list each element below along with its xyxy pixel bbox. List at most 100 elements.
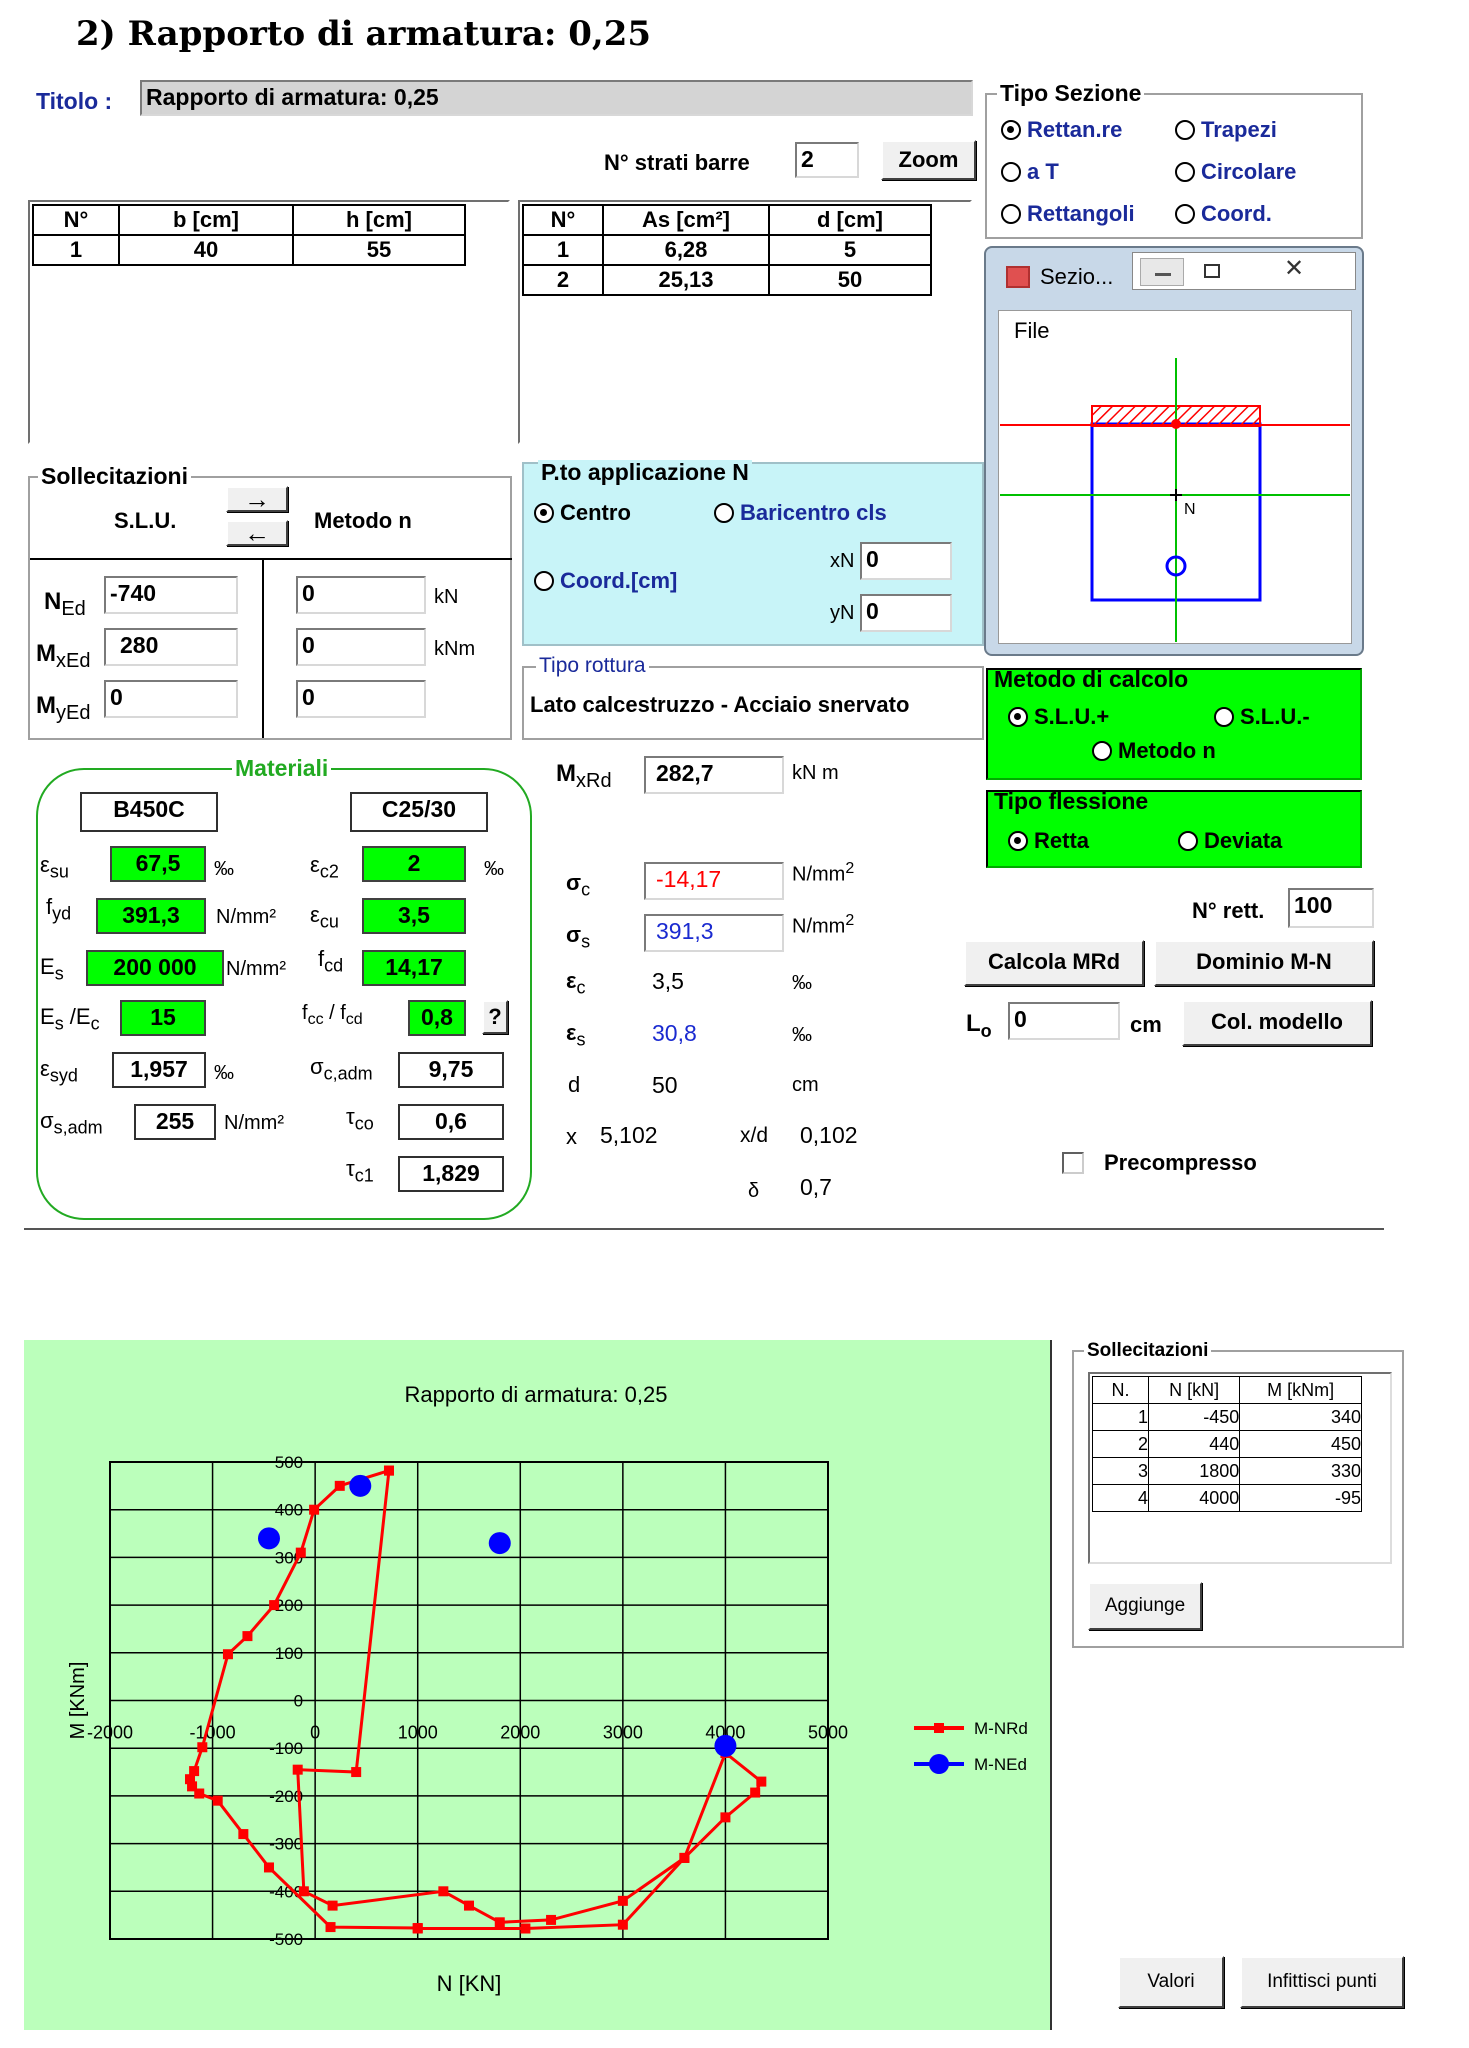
mxed-input[interactable]: 280 [104, 628, 238, 666]
lo-input[interactable]: 0 [1008, 1002, 1120, 1040]
sezione-window[interactable]: Sezio... ✕ File N [984, 246, 1364, 656]
col-header: h [cm] [292, 204, 466, 236]
cell[interactable]: -95 [1239, 1484, 1362, 1512]
cell[interactable]: 4000 [1147, 1484, 1241, 1512]
data-point-m-ned [714, 1734, 737, 1757]
cell[interactable]: 1 [32, 234, 120, 266]
n-metodo-input[interactable]: 0 [296, 576, 426, 614]
option-slu-plus[interactable]: S.L.U.+ [1008, 704, 1109, 730]
dominio-mn-button[interactable]: Dominio M-N [1154, 940, 1374, 986]
cell[interactable]: 40 [118, 234, 294, 266]
option-centro[interactable]: Centro [534, 500, 631, 526]
option-retta[interactable]: Retta [1008, 828, 1089, 854]
myed-input[interactable]: 0 [104, 680, 238, 718]
steel-class[interactable]: B450C [80, 792, 218, 832]
option-a-t[interactable]: a T [1001, 159, 1059, 185]
esyd-input[interactable]: 1,957 [112, 1052, 206, 1088]
menu-file[interactable]: File [1014, 318, 1050, 343]
option-trapezi[interactable]: Trapezi [1175, 117, 1277, 143]
cell[interactable]: 5 [768, 234, 932, 266]
minimize-icon[interactable] [1140, 258, 1184, 286]
cell[interactable]: 330 [1239, 1457, 1362, 1485]
option-circolare[interactable]: Circolare [1175, 159, 1296, 185]
help-button[interactable]: ? [482, 1000, 508, 1034]
scadm-input[interactable]: 9,75 [398, 1052, 504, 1088]
concrete-class[interactable]: C25/30 [350, 792, 488, 832]
copy-right-button[interactable]: → [226, 486, 288, 512]
close-icon[interactable]: ✕ [1283, 255, 1305, 282]
my-metodo-input[interactable]: 0 [296, 680, 426, 718]
x-tick-label: -2000 [87, 1723, 133, 1743]
materiali-group [36, 768, 532, 1220]
maximize-icon[interactable] [1190, 258, 1234, 286]
strati-input[interactable]: 2 [795, 142, 859, 178]
xn-input[interactable]: 0 [860, 542, 952, 580]
ecu-input[interactable]: 3,5 [362, 898, 466, 934]
titolo-field[interactable]: Rapporto di armatura: 0,25 [140, 80, 973, 116]
fyd-input[interactable]: 391,3 [96, 898, 206, 934]
cell[interactable]: 450 [1239, 1430, 1362, 1458]
radio-icon [1092, 741, 1112, 761]
ssadm-input[interactable]: 255 [134, 1104, 216, 1140]
esec-label: Es /Ec [40, 1004, 100, 1034]
cell[interactable]: 6,28 [602, 234, 770, 266]
cell[interactable]: 2 [522, 264, 604, 296]
esu-input[interactable]: 67,5 [110, 846, 206, 882]
cell[interactable]: 50 [768, 264, 932, 296]
col-modello-button[interactable]: Col. modello [1182, 1000, 1372, 1046]
option-coord-cm[interactable]: Coord.[cm] [534, 568, 677, 594]
option-rettangoli[interactable]: Rettangoli [1001, 201, 1135, 227]
ned-input[interactable]: -740 [104, 576, 238, 614]
cell[interactable]: 4 [1092, 1484, 1149, 1512]
fcd-input[interactable]: 14,17 [362, 950, 466, 986]
valori-button[interactable]: Valori [1118, 1956, 1224, 2008]
cell[interactable]: 25,13 [602, 264, 770, 296]
precompresso-checkbox[interactable] [1062, 1152, 1084, 1174]
option-baricentro[interactable]: Baricentro cls [714, 500, 887, 526]
cell[interactable]: -450 [1147, 1403, 1241, 1431]
cell[interactable]: 55 [292, 234, 466, 266]
data-point-m-nrd [464, 1900, 474, 1911]
cell[interactable]: 1800 [1147, 1457, 1241, 1485]
fcc-fcd-input[interactable]: 0,8 [408, 1000, 466, 1036]
metodo-calcolo-title: Metodo di calcolo [994, 666, 1189, 692]
aggiunge-button[interactable]: Aggiunge [1088, 1582, 1202, 1630]
cell[interactable]: 340 [1239, 1403, 1362, 1431]
option-coord[interactable]: Coord. [1175, 201, 1272, 227]
cell[interactable]: 1 [1092, 1403, 1149, 1431]
calcola-mrd-button[interactable]: Calcola MRd [964, 940, 1144, 986]
y-tick-label: 200 [275, 1596, 303, 1615]
copy-left-button[interactable]: ← [226, 520, 288, 546]
mx-metodo-input[interactable]: 0 [296, 628, 426, 666]
esec-input[interactable]: 15 [120, 1000, 206, 1036]
ec2-input[interactable]: 2 [362, 846, 466, 882]
radio-icon [1175, 120, 1195, 140]
tc1-input[interactable]: 1,829 [398, 1156, 504, 1192]
yn-input[interactable]: 0 [860, 594, 952, 632]
cell[interactable]: 1 [522, 234, 604, 266]
tco-input[interactable]: 0,6 [398, 1104, 504, 1140]
option-deviata[interactable]: Deviata [1178, 828, 1282, 854]
data-point-m-nrd [298, 1886, 309, 1897]
option-metodo-n[interactable]: Metodo n [1092, 738, 1216, 764]
cell[interactable]: 3 [1092, 1457, 1149, 1485]
option-rettanre[interactable]: Rettan.re [1001, 117, 1122, 143]
y-tick-label: -500 [269, 1930, 303, 1949]
es-input[interactable]: 200 000 [86, 950, 224, 986]
cell[interactable]: 2 [1092, 1430, 1149, 1458]
nrett-input[interactable]: 100 [1288, 888, 1374, 928]
infittisci-punti-button[interactable]: Infittisci punti [1240, 1956, 1404, 2008]
zoom-button[interactable]: Zoom [881, 140, 976, 180]
cell[interactable]: 440 [1147, 1430, 1241, 1458]
option-slu-minus[interactable]: S.L.U.- [1214, 704, 1310, 730]
